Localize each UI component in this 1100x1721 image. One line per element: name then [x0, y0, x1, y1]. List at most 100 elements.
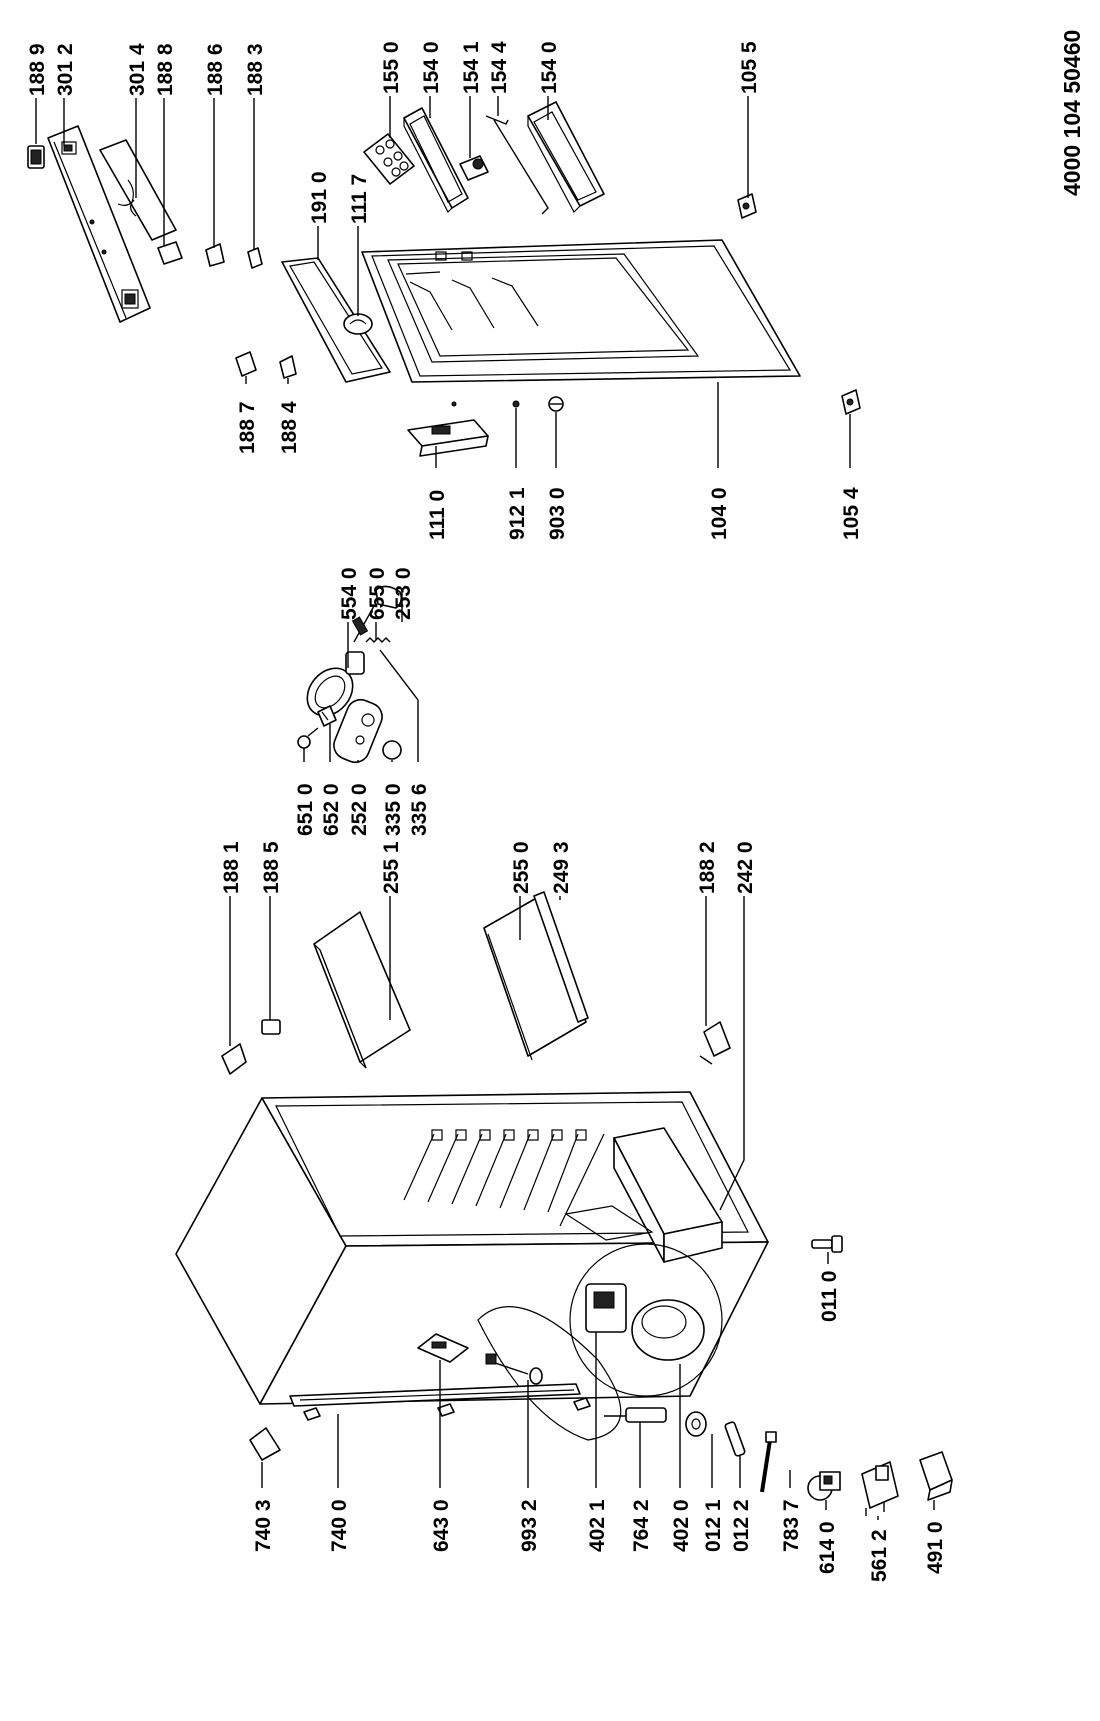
part-cabinet — [175, 1091, 769, 1441]
callout-740-0: 740 0 — [328, 1499, 351, 1552]
callout-188-1: 188 1 — [220, 841, 243, 894]
callout-labels: 188 9 301 2 301 4 188 8 188 6 188 3 155 … — [26, 30, 1085, 1582]
part-655-0-sensor — [351, 605, 375, 643]
part-252-0-thermostat-housing — [333, 698, 383, 764]
callout-188-7: 188 7 — [236, 401, 259, 454]
callout-191-0: 191 0 — [308, 171, 331, 224]
callout-155-0: 155 0 — [380, 41, 403, 94]
part-764-2 — [604, 1407, 667, 1423]
callout-402-0: 402 0 — [670, 1499, 693, 1552]
callout-249-3: 249 3 — [550, 841, 573, 894]
callout-614-0: 614 0 — [816, 1521, 839, 1574]
callout-740-3: 740 3 — [252, 1499, 275, 1552]
part-012-2-sleeve — [724, 1421, 746, 1457]
part-614-0 — [807, 1471, 841, 1501]
callout-655-0: 655 0 — [366, 567, 389, 620]
part-249-3-shelf-trim — [533, 891, 589, 1023]
callout-012-2: 012 2 — [730, 1499, 753, 1552]
callout-301-2: 301 2 — [54, 43, 77, 96]
callout-783-7: 783 7 — [780, 1499, 803, 1552]
part-105-4-hinge — [841, 389, 861, 415]
callout-491-0: 491 0 — [924, 1521, 947, 1574]
callout-242-0: 242 0 — [734, 841, 757, 894]
part-188-1 — [221, 1043, 247, 1075]
part-301-2-control-panel — [47, 125, 151, 323]
callout-335-0: 335 0 — [382, 783, 405, 836]
callout-903-0: 903 0 — [546, 487, 569, 540]
part-104-0-door — [361, 239, 801, 383]
part-554-0-knob-housing — [306, 651, 365, 717]
callout-253-0: 253 0 — [392, 567, 415, 620]
callout-011-0: 011 0 — [818, 1271, 841, 1322]
part-155-0-egg-tray — [363, 133, 415, 185]
callout-402-1: 402 1 — [586, 1499, 609, 1552]
callout-188-3: 188 3 — [244, 43, 267, 96]
callout-561-2: 561 2 — [868, 1529, 891, 1582]
part-191-0-gasket — [281, 257, 391, 383]
callout-104-0: 104 0 — [708, 487, 731, 540]
part-912-1-b — [451, 401, 457, 407]
part-253-0-lamp-cover — [375, 585, 403, 609]
part-651-0-bulb — [297, 727, 319, 749]
callout-188-9: 188 9 — [26, 43, 49, 96]
part-011-0-screw — [811, 1235, 843, 1253]
callout-255-1: 255 1 — [380, 841, 403, 894]
callout-993-2: 993 2 — [518, 1499, 541, 1552]
part-740-3 — [249, 1427, 281, 1461]
callout-652-0: 652 0 — [320, 783, 343, 836]
part-154-4-wire-bar — [485, 115, 549, 215]
part-255-1-glass-shelf — [313, 911, 411, 1069]
part-012-1-grommet — [685, 1411, 707, 1437]
part-111-0-handle — [407, 419, 489, 457]
document-number: 4000 104 50460 — [1059, 30, 1085, 196]
callout-154-0-b: 154 0 — [538, 41, 561, 94]
callout-105-4: 105 4 — [840, 487, 863, 540]
callout-554-0: 554 0 — [338, 567, 361, 620]
callout-188-6: 188 6 — [204, 43, 227, 96]
part-188-4 — [279, 355, 297, 379]
part-335-6-spring — [365, 637, 391, 643]
callout-643-0: 643 0 — [430, 1499, 453, 1552]
leader-lines — [35, 96, 935, 1520]
part-912-1 — [512, 400, 520, 408]
callout-012-1: 012 1 — [702, 1499, 725, 1552]
part-491-0-cover — [919, 1451, 953, 1501]
callout-154-0-a: 154 0 — [420, 41, 443, 94]
part-188-7 — [235, 351, 257, 377]
callout-255-0: 255 0 — [510, 841, 533, 894]
part-154-1-bracket — [459, 155, 489, 181]
callout-188-8: 188 8 — [154, 43, 177, 96]
callout-764-2: 764 2 — [630, 1499, 653, 1552]
callout-154-4: 154 4 — [488, 41, 511, 94]
callout-912-1: 912 1 — [506, 487, 529, 540]
callout-188-4: 188 4 — [278, 401, 301, 454]
part-154-0-door-shelf-b — [527, 101, 605, 213]
callout-252-0: 252 0 — [348, 783, 371, 836]
part-188-2 — [699, 1021, 731, 1065]
part-783-7-tube — [760, 1431, 777, 1493]
part-335-0-knob — [382, 740, 402, 760]
part-188-9 — [27, 145, 45, 169]
part-105-5-hinge — [737, 193, 757, 219]
callout-188-2: 188 2 — [696, 841, 719, 894]
part-188-6 — [205, 243, 225, 267]
callout-301-4: 301 4 — [126, 43, 149, 96]
callout-651-0: 651 0 — [294, 783, 317, 836]
part-111-7-badge — [343, 313, 373, 335]
part-903-0 — [548, 396, 564, 412]
callout-105-5: 105 5 — [738, 41, 761, 94]
part-255-0-glass-shelf — [483, 895, 587, 1061]
part-561-2-relay — [861, 1461, 899, 1516]
callout-154-1: 154 1 — [460, 41, 483, 94]
part-188-8 — [157, 241, 183, 265]
part-188-5 — [261, 1019, 281, 1035]
callout-188-5: 188 5 — [260, 841, 283, 894]
callout-111-0: 111 0 — [426, 490, 449, 540]
part-301-4-decor-strip — [99, 139, 177, 241]
part-188-3 — [247, 247, 263, 269]
callout-111-7: 111 7 — [348, 174, 371, 224]
part-154-0-door-shelf-a — [403, 107, 469, 214]
callout-335-6: 335 6 — [408, 783, 431, 836]
part-652-0-socket — [317, 705, 337, 727]
